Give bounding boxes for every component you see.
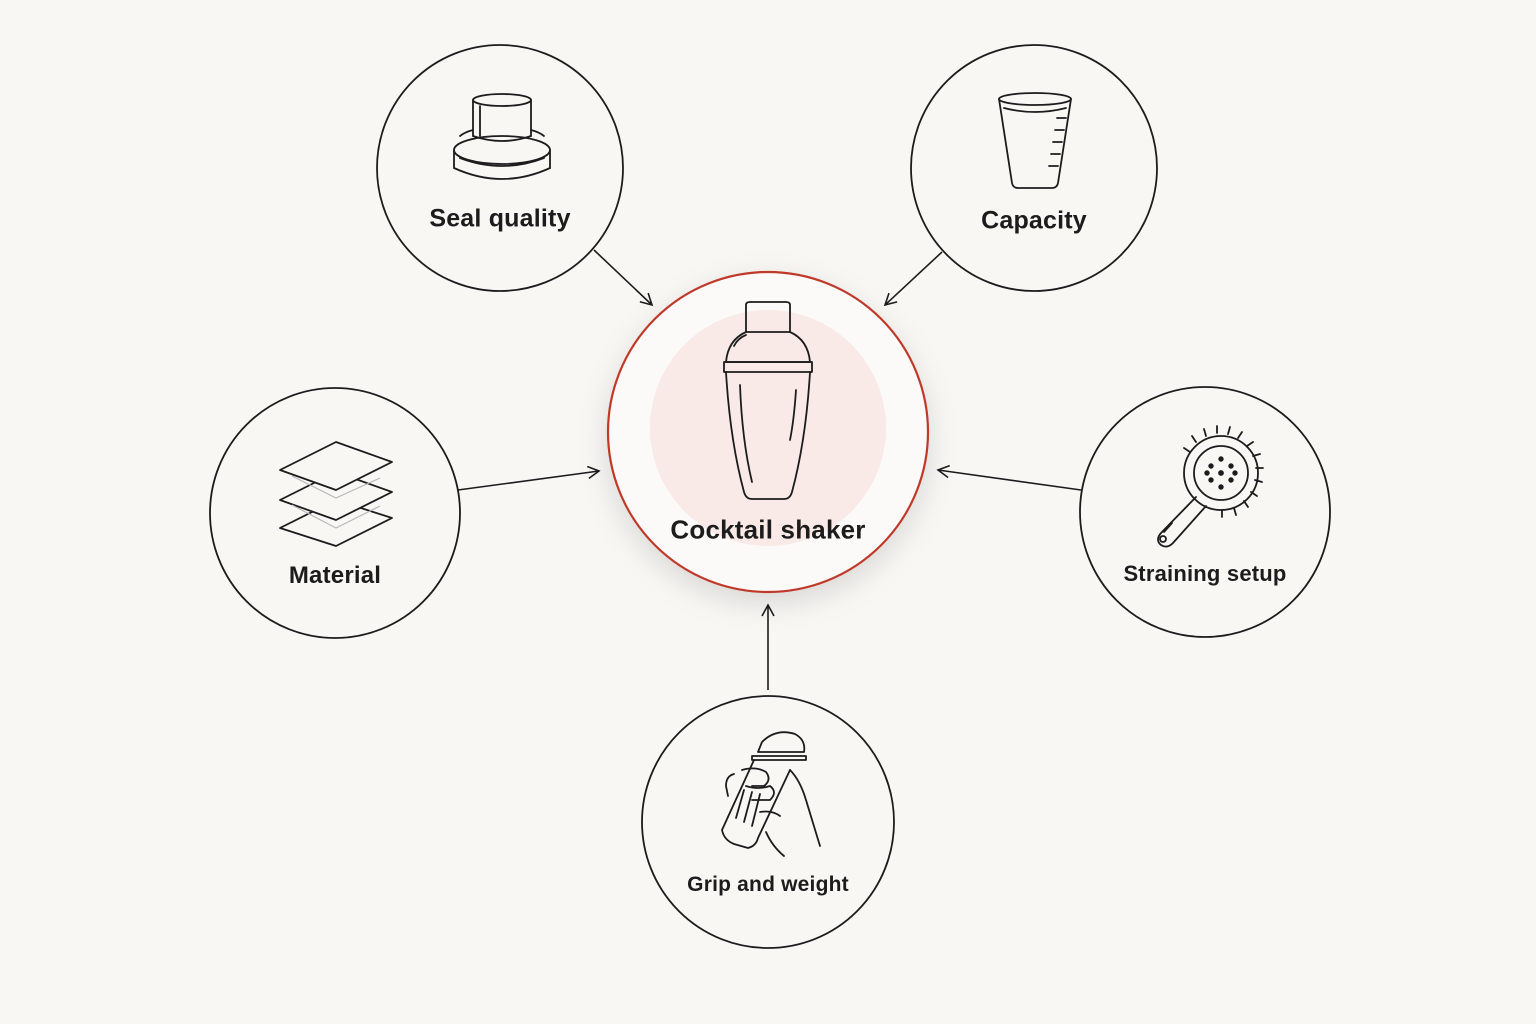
- capacity-label: Capacity: [981, 206, 1087, 235]
- seal-quality-label: Seal quality: [429, 204, 571, 233]
- center-node: [606, 270, 930, 594]
- material-label: Material: [288, 562, 382, 589]
- center-label: Cocktail shaker: [670, 514, 866, 545]
- measuring-cup-icon: [999, 93, 1071, 188]
- arrow-material-to-center: [457, 465, 601, 491]
- straining-setup-label: Straining setup: [1123, 561, 1287, 586]
- hand-holding-shaker-icon: [722, 732, 820, 856]
- grip-and-weight-node: [641, 695, 895, 949]
- grip-and-weight-label: Grip and weight: [687, 873, 849, 896]
- straining-setup-node: [1079, 386, 1331, 638]
- arrow-straining-to-center: [936, 464, 1082, 491]
- layers-icon: [280, 442, 392, 546]
- arrow-capacity-to-center: [883, 251, 943, 307]
- seal-quality-node: [376, 44, 624, 292]
- cocktail-shaker-icon: [724, 302, 812, 499]
- connector-arrows: [457, 249, 1082, 690]
- capacity-node: [910, 44, 1158, 292]
- strainer-icon: [1158, 426, 1263, 547]
- arrow-seal-to-center: [593, 249, 654, 307]
- shaker-cap-icon: [454, 94, 550, 179]
- center-halo: [650, 310, 886, 546]
